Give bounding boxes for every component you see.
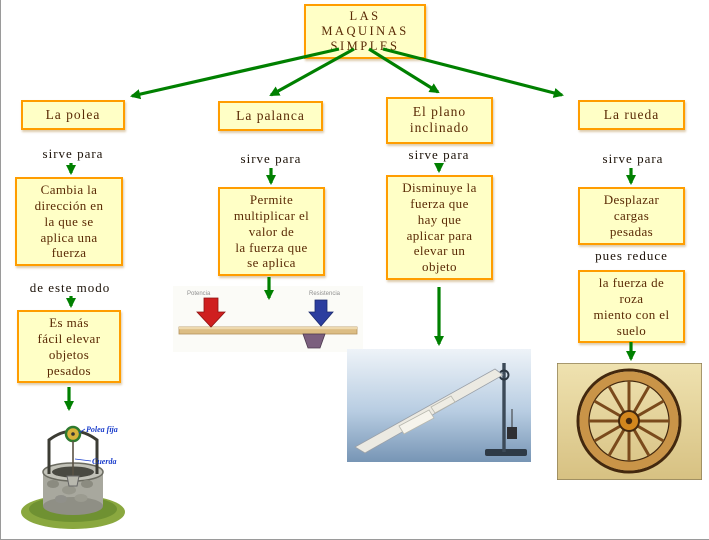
effect2-box-polea: Es más fácil elevar objetos pesados [17, 310, 121, 384]
effect-box-polea: Cambia la dirección en la que se aplica … [15, 177, 123, 267]
pulley-wheel-icon [64, 425, 82, 443]
branch-box-palanca: La palanca [218, 101, 323, 132]
effect-box-rueda: Desplazar cargas pesadas [578, 187, 685, 245]
connector-sirve-para-palanca: sirve para [240, 151, 302, 166]
connector-de-este-modo: de este modo [29, 280, 111, 295]
blocks-on-ramp [398, 395, 456, 435]
inclined-plane-illustration [347, 349, 531, 462]
bucket [66, 475, 80, 487]
effect-box-plano: Disminuye la fuerza que hay que aplicar … [386, 175, 493, 281]
fulcrum [302, 333, 326, 349]
lever-illustration: Potencia Resistencia [173, 286, 363, 352]
hanging-weight [507, 409, 517, 439]
rope-label-pointer [74, 458, 92, 462]
connector-pues-reduce: pues reduce [595, 248, 668, 263]
title-box: LAS MAQUINAS SIMPLES [304, 4, 426, 59]
effect-box-palanca: Permite multiplicar el valor de la fuerz… [218, 187, 325, 277]
rope-label: Cuerda [92, 457, 116, 466]
branch-box-plano-inclinado: El plano inclinado [386, 97, 493, 144]
resistance-label: Resistencia [309, 291, 341, 297]
pulley-well-illustration: Polea fija Cuerda [21, 425, 125, 529]
connector-sirve-para-polea: sirve para [42, 146, 104, 161]
resistance-arrow-icon [308, 299, 334, 327]
pulley-label-pointer [78, 428, 86, 434]
wheel-illustration [557, 363, 702, 480]
wheel-hub [618, 410, 640, 432]
effort-label: Potencia [187, 291, 211, 297]
connector-sirve-para-rueda: sirve para [602, 151, 664, 166]
effect2-box-rueda: la fuerza de roza miento con el suelo [578, 270, 685, 344]
stand [485, 363, 527, 456]
pulley-label: Polea fija [86, 425, 118, 434]
branch-box-rueda: La rueda [578, 100, 685, 131]
plank [178, 326, 358, 335]
effort-arrow-icon [196, 297, 226, 328]
connector-sirve-para-plano: sirve para [408, 147, 470, 162]
branch-box-polea: La polea [21, 100, 125, 131]
